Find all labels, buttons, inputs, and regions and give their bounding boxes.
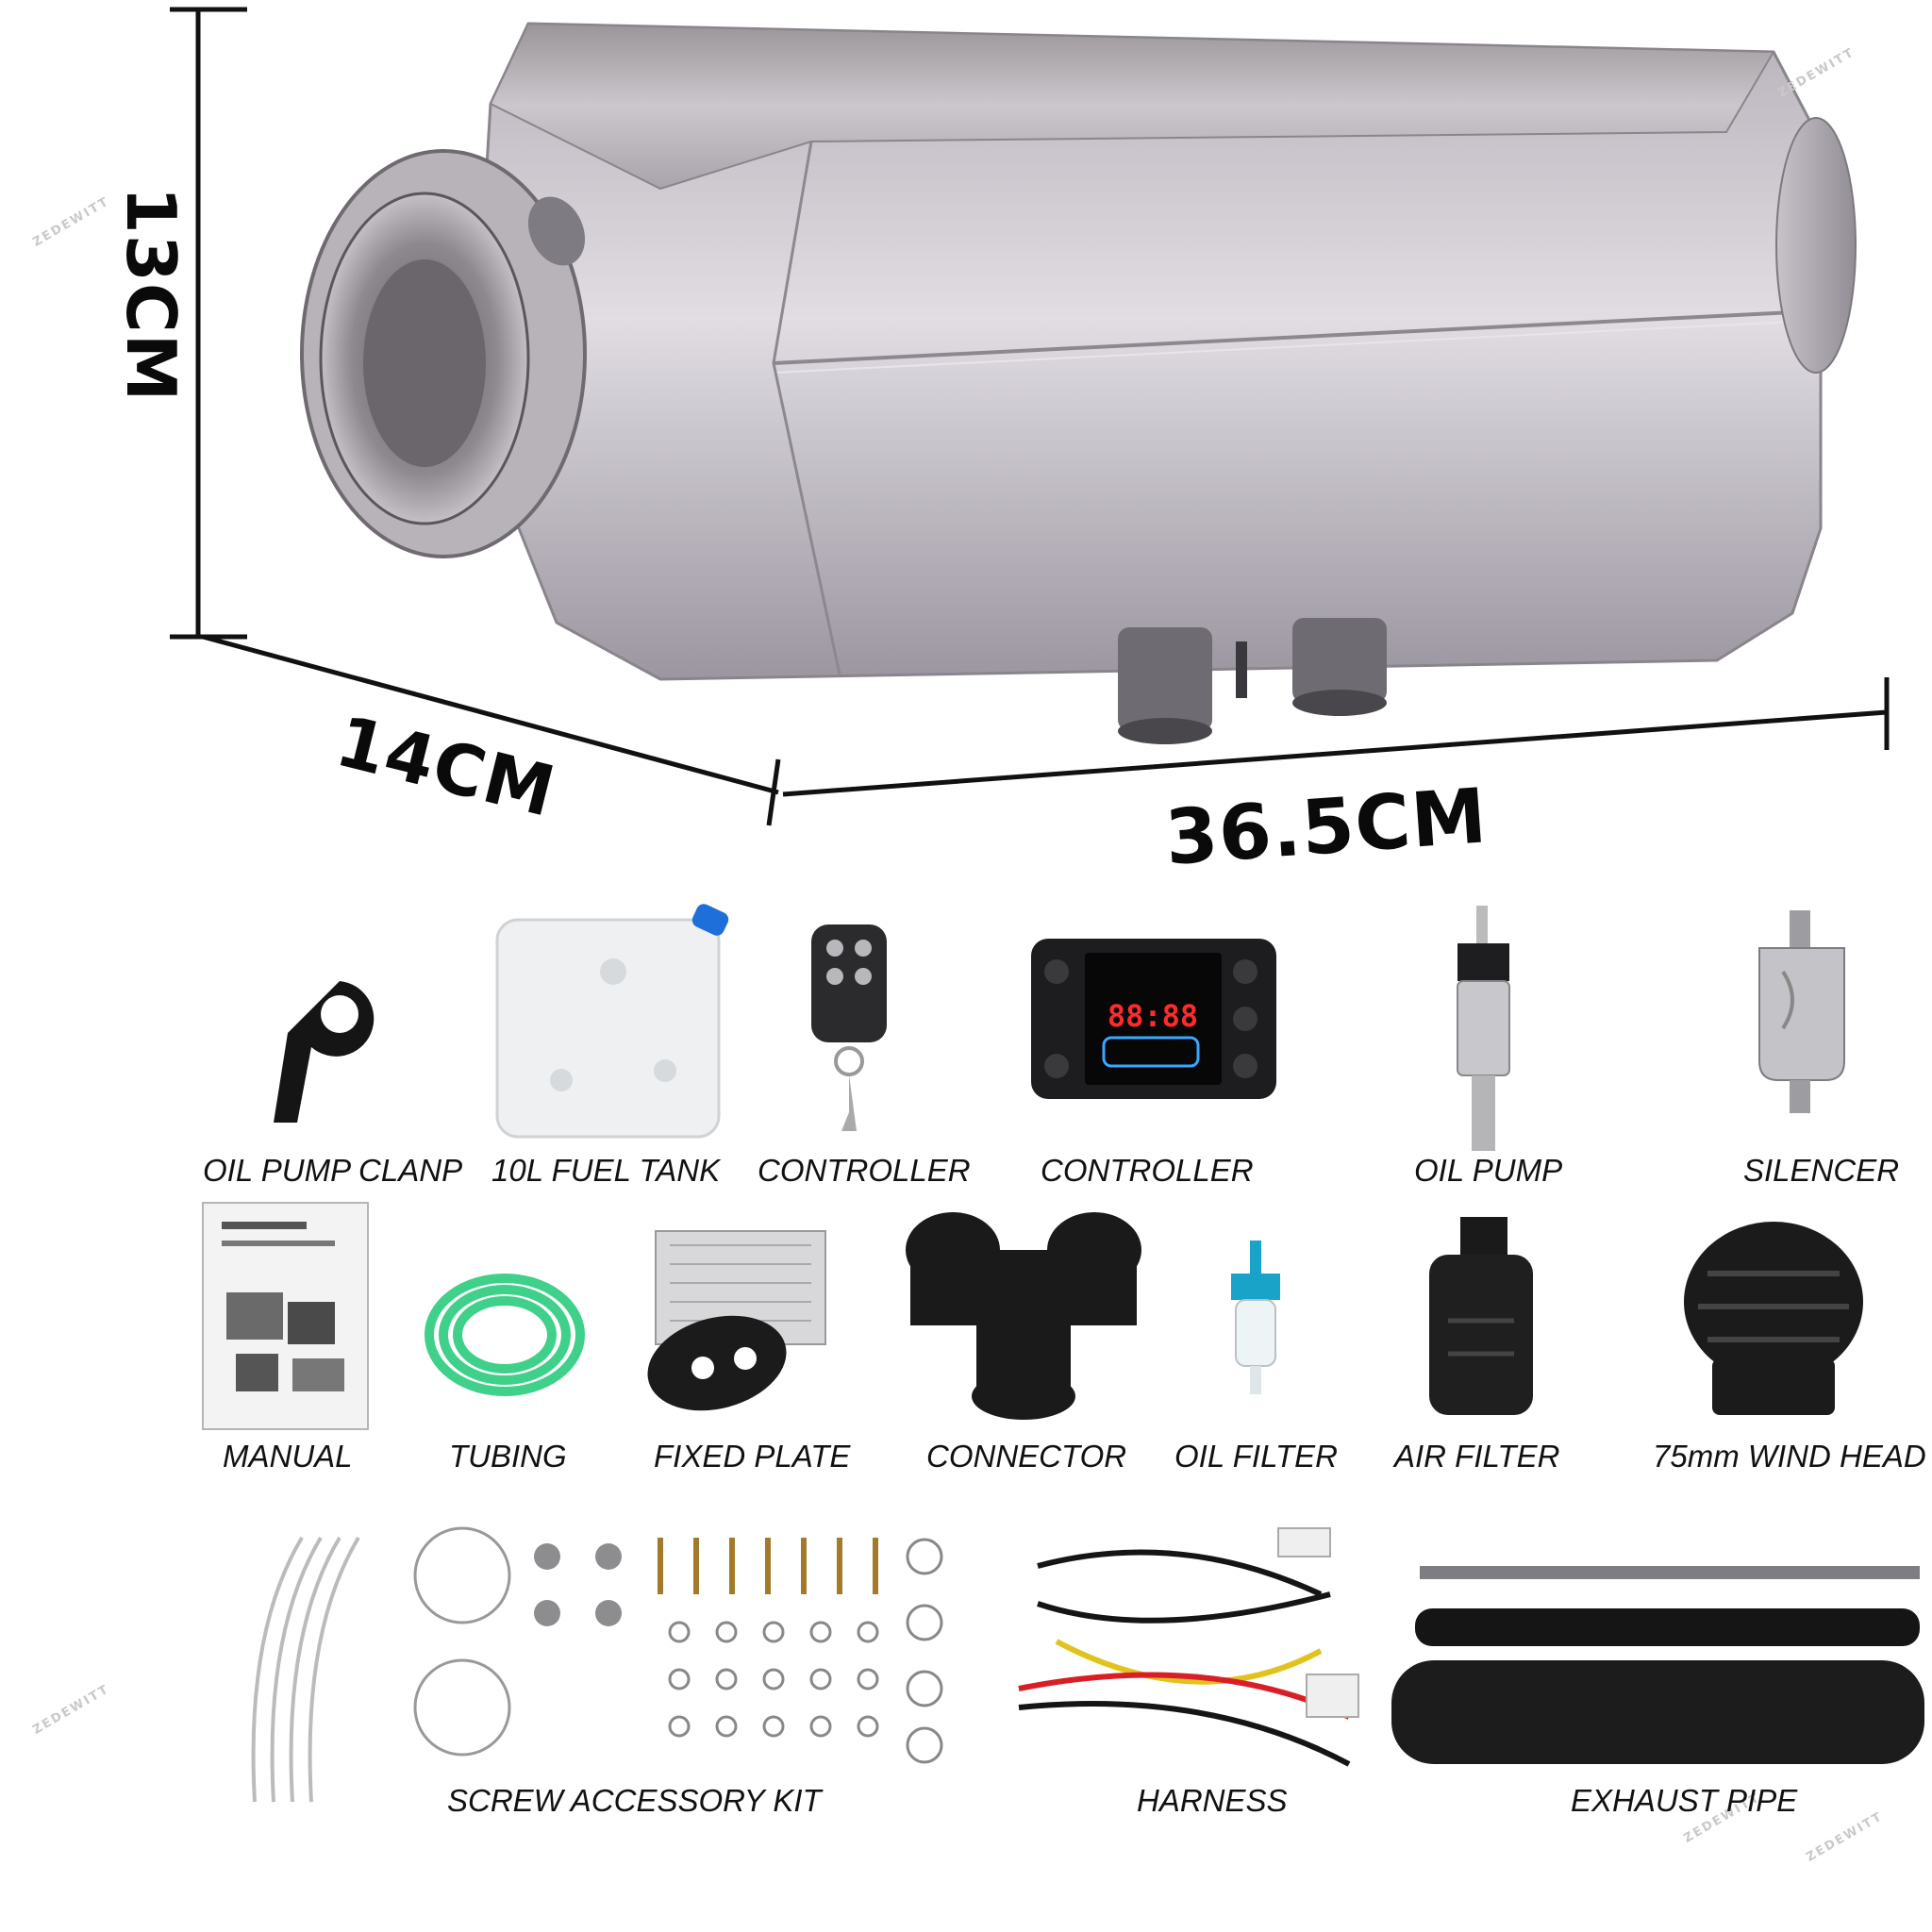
intake-pipe [300, 149, 587, 558]
part-label-controller-remote: CONTROLLER [758, 1153, 971, 1188]
harness-icon [1018, 1527, 1359, 1767]
part-label-exhaust-pipe: EXHAUST PIPE [1571, 1783, 1798, 1818]
remote-key-icon [811, 924, 887, 1131]
exhaust-pipe-icon [1391, 1566, 1924, 1764]
dimension-lines [170, 7, 1890, 826]
height-dimension: 13CM [111, 186, 191, 403]
part-label-fixed-plate: FIXED PLATE [654, 1439, 851, 1474]
lcd-controller-icon: 88:88 [1031, 939, 1276, 1099]
part-label-air-filter: AIR FILTER [1394, 1439, 1560, 1474]
part-label-fuel-tank: 10L FUEL TANK [491, 1153, 721, 1188]
watermark-5: ZEDEWITT [1804, 1809, 1886, 1865]
oil-filter-icon [1231, 1241, 1280, 1394]
wrench-clamp-icon [274, 981, 375, 1123]
manual-icon [202, 1202, 369, 1430]
part-label-oil-pump-clanp: OIL PUMP CLANP [203, 1153, 463, 1188]
part-label-oil-pump: OIL PUMP [1414, 1153, 1563, 1188]
part-label-harness: HARNESS [1137, 1783, 1288, 1818]
part-label-wind-head: 75mm WIND HEAD [1653, 1439, 1926, 1474]
parts-row-2-icons [202, 1202, 1863, 1430]
wind-head-icon [1684, 1222, 1863, 1415]
heater-illustration [170, 7, 1890, 826]
air-filter-icon [1429, 1217, 1533, 1415]
part-label-oil-filter: OIL FILTER [1174, 1439, 1338, 1474]
silencer-icon [1758, 910, 1845, 1113]
screw-kit-icon [251, 1526, 943, 1803]
part-label-silencer: SILENCER [1743, 1153, 1900, 1188]
t-connector-icon [906, 1212, 1141, 1420]
fuel-tank-icon [495, 904, 729, 1139]
part-label-connector: CONNECTOR [926, 1439, 1127, 1474]
fixed-plate-icon [647, 1230, 826, 1411]
part-label-controller-lcd: CONTROLLER [1041, 1153, 1254, 1188]
oil-pump-icon [1457, 906, 1510, 1151]
part-label-screw-kit: SCREW ACCESSORY KIT [447, 1783, 822, 1818]
exhaust-outlets [1118, 618, 1387, 744]
part-label-tubing: TUBING [449, 1439, 567, 1474]
part-label-manual: MANUAL [223, 1439, 353, 1474]
heater-body [300, 22, 1857, 744]
parts-row-3-icons [251, 1526, 1924, 1803]
parts-row-1-icons: 88:88 [274, 904, 1845, 1151]
tubing-coil-icon [425, 1274, 585, 1396]
controller-display-text: 88:88 [1108, 998, 1198, 1034]
